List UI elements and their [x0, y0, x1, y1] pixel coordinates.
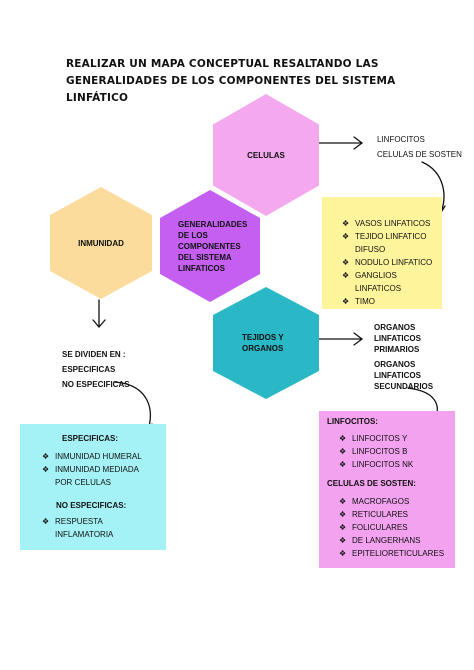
celulas-label: CELULAS — [247, 150, 285, 160]
tejidos-list: ❖VASOS LINFATICOS ❖TEJIDO LINFATICO DIFU… — [342, 217, 438, 308]
sosten-list: ❖MACROFAGOS ❖RETICULARES ❖FOLICULARES ❖D… — [327, 495, 449, 560]
diamond-bullet-icon: ❖ — [42, 452, 50, 461]
celulas-types: LINFOCITOS CELULAS DE SOSTEN — [377, 133, 462, 161]
diamond-bullet-icon: ❖ — [342, 271, 350, 280]
organos-primarios: ORGANOS LINFATICOS PRIMARIOS — [374, 323, 421, 354]
diamond-bullet-icon: ❖ — [342, 258, 350, 267]
arrow-tejidos-right — [317, 332, 363, 346]
list-item: ❖RETICULARES — [339, 510, 409, 519]
celulas-hexagon: CELULAS — [213, 94, 319, 216]
list-item: ❖FOLICULARES — [339, 523, 408, 532]
tejidos-hexagon: TEJIDOS Y ORGANOS — [213, 287, 319, 399]
especificas-box: ESPECIFICAS: ❖INMUNIDAD HUMERAL ❖INMUNID… — [20, 424, 166, 550]
diamond-bullet-icon: ❖ — [339, 523, 347, 532]
divide-heading: SE DIVIDEN EN : — [62, 350, 126, 359]
diamond-bullet-icon: ❖ — [339, 510, 347, 519]
tejidos-label: TEJIDOS Y ORGANOS — [242, 333, 284, 353]
list-item: ❖INMUNIDAD HUMERAL — [42, 452, 142, 461]
list-item: ❖VASOS LINFATICOS — [342, 219, 431, 228]
celulas-type-sosten: CELULAS DE SOSTEN — [377, 150, 462, 159]
diamond-bullet-icon: ❖ — [339, 497, 347, 506]
center-label: GENERALIDADES DE LOS COMPONENTES DEL SIS… — [178, 219, 248, 273]
diamond-bullet-icon: ❖ — [342, 232, 350, 241]
diamond-bullet-icon: ❖ — [42, 517, 50, 526]
arrow-inmunidad-down — [92, 299, 106, 328]
arrow-celulas-right — [317, 136, 363, 150]
divide-item-especificas: ESPECIFICAS — [62, 365, 116, 374]
celulas-type-linfocitos: LINFOCITOS — [377, 135, 425, 144]
diamond-bullet-icon: ❖ — [339, 434, 347, 443]
especificas-list: ❖INMUNIDAD HUMERAL ❖INMUNIDAD MEDIADA PO… — [42, 450, 158, 489]
sosten-heading: CELULAS DE SOSTEN: — [327, 479, 416, 488]
list-item: ❖GANGLIOS LINFATICOS — [342, 271, 402, 293]
list-item: ❖INMUNIDAD MEDIADA POR CELULAS — [42, 465, 139, 487]
list-item: ❖EPITELIORETICULARES — [339, 549, 445, 558]
inmunidad-label: INMUNIDAD — [78, 238, 124, 248]
diamond-bullet-icon: ❖ — [342, 219, 350, 228]
center-hexagon: GENERALIDADES DE LOS COMPONENTES DEL SIS… — [160, 190, 260, 302]
list-item: ❖LINFOCITOS NK — [339, 460, 414, 469]
especificas-heading: ESPECIFICAS: — [62, 434, 119, 443]
celulas-detail-box: LINFOCITOS: ❖LINFOCITOS Y ❖LINFOCITOS B … — [319, 411, 455, 568]
page-title: REALIZAR UN MAPA CONCEPTUAL RESALTANDO L… — [66, 58, 396, 104]
diamond-bullet-icon: ❖ — [342, 297, 350, 306]
list-item: ❖LINFOCITOS Y — [339, 434, 408, 443]
diamond-bullet-icon: ❖ — [42, 465, 50, 474]
no-especificas-list: ❖RESPUESTA INFLAMATORIA — [42, 515, 158, 541]
list-item: ❖TIMO — [342, 297, 375, 306]
diamond-bullet-icon: ❖ — [339, 447, 347, 456]
list-item: ❖MACROFAGOS — [339, 497, 410, 506]
list-item: ❖DE LANGERHANS — [339, 536, 421, 545]
diamond-bullet-icon: ❖ — [339, 536, 347, 545]
linfocitos-heading: LINFOCITOS: — [327, 417, 378, 426]
no-especificas-heading: NO ESPECIFICAS: — [56, 501, 127, 510]
organos-text: ORGANOS LINFATICOS PRIMARIOS ORGANOS LIN… — [374, 322, 454, 392]
diamond-bullet-icon: ❖ — [339, 460, 347, 469]
organos-secundarios: ORGANOS LINFATICOS SECUNDARIOS — [374, 360, 434, 391]
tejidos-list-box: ❖VASOS LINFATICOS ❖TEJIDO LINFATICO DIFU… — [322, 197, 442, 309]
list-item: ❖TEJIDO LINFATICO DIFUSO — [342, 232, 427, 254]
list-item: ❖RESPUESTA INFLAMATORIA — [42, 517, 114, 539]
divide-item-no-especificas: NO ESPECIFICAS — [62, 380, 130, 389]
list-item: ❖NODULO LINFATICO — [342, 258, 433, 267]
inmunidad-divide: SE DIVIDEN EN : ESPECIFICAS NO ESPECIFIC… — [62, 348, 130, 391]
inmunidad-hexagon: INMUNIDAD — [50, 187, 152, 299]
linfocitos-list: ❖LINFOCITOS Y ❖LINFOCITOS B ❖LINFOCITOS … — [327, 432, 449, 471]
diamond-bullet-icon: ❖ — [339, 549, 347, 558]
list-item: ❖LINFOCITOS B — [339, 447, 408, 456]
